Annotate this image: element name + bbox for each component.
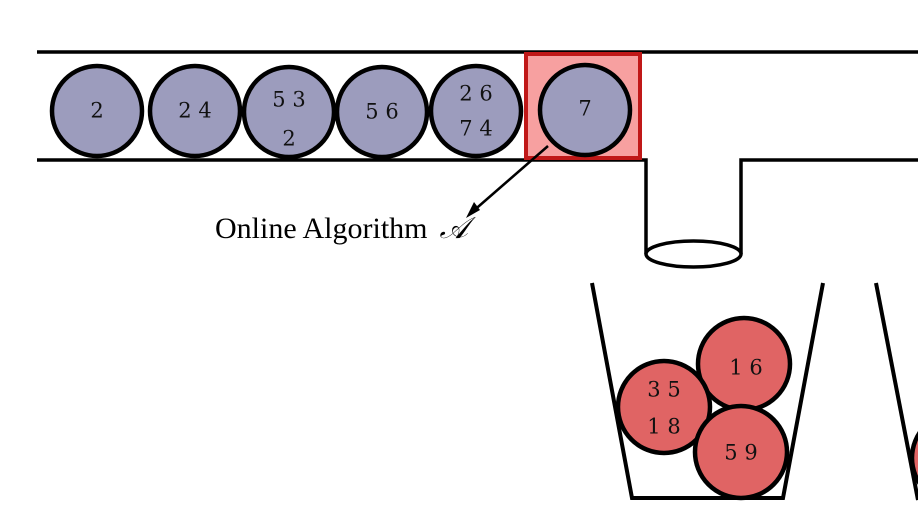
- queue-balls: 2 2 4 5 3 2 5 6 2 6 7 4 7: [49, 62, 633, 160]
- bin-ball-circle: [692, 403, 790, 501]
- bin-ball: 3 5 1 8: [615, 358, 713, 456]
- chute-opening: [644, 239, 743, 269]
- queue-ball: 2: [49, 63, 145, 159]
- queue-ball-circle: [334, 64, 430, 160]
- tube-bottom-right-edge: [739, 158, 918, 254]
- bin-ball-label: 3 5: [647, 378, 680, 402]
- queue-ball-label: 5 6: [365, 100, 398, 124]
- queue-ball-circle: [428, 63, 524, 159]
- conveyor-tube: [37, 50, 918, 269]
- queue-ball-circle: [537, 62, 633, 158]
- queue-ball: 5 3 2: [241, 64, 337, 160]
- tube-bottom-edge: [37, 158, 648, 254]
- algorithm-caption: Online Algorithm 𝒜: [215, 212, 477, 245]
- queue-ball-label-line2: 7 4: [459, 117, 492, 141]
- queue-ball-label-line2: 2: [282, 127, 295, 151]
- bin-ball: 1 6: [695, 315, 793, 413]
- bin-outline: [590, 282, 825, 500]
- queue-ball-label: 7: [578, 97, 591, 121]
- algorithm-symbol: 𝒜: [440, 212, 477, 245]
- bin-partial: [874, 282, 918, 501]
- queue-ball-circle: [241, 64, 337, 160]
- bin-ball-label-line2: 1 8: [647, 415, 680, 439]
- algorithm-caption-text: Online Algorithm: [215, 212, 428, 245]
- bin-ball: 5 9: [692, 403, 790, 501]
- bin-ball-label: 5 9: [724, 441, 757, 465]
- queue-ball-label: 5 3: [272, 88, 305, 112]
- queue-ball: 5 6: [334, 64, 430, 160]
- bin-ball-circle: [615, 358, 713, 456]
- queue-ball: 2 4: [147, 63, 243, 159]
- bin-partial-ball: [909, 431, 918, 485]
- bin: 1 6 3 5 1 8 5 9: [590, 282, 825, 501]
- algorithm-pointer-arrow: [466, 145, 549, 218]
- queue-ball-circle: [147, 63, 243, 159]
- queue-ball-label: 2: [90, 99, 103, 123]
- bin-ball-label: 1 6: [729, 356, 762, 380]
- queue-ball-current: 7: [537, 62, 633, 158]
- queue-ball-circle: [49, 63, 145, 159]
- queue-ball: 2 6 7 4: [428, 63, 524, 159]
- queue-ball-label: 2 4: [178, 99, 211, 123]
- queue-ball-label: 2 6: [459, 82, 492, 106]
